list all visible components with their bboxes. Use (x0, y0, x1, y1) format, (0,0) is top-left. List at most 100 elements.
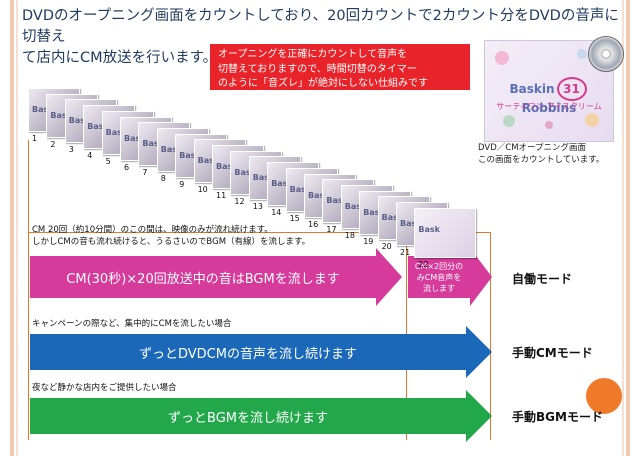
dvd-frame-label: Bask (160, 144, 183, 154)
slide-left-border (10, 0, 14, 456)
dvd-frame-label: Bask (68, 116, 91, 126)
dvd-frame-label: Bask (124, 133, 146, 143)
frame-number: 9 (179, 179, 185, 189)
brand-31: 31 (556, 77, 587, 101)
dvd-frame-label: Bask (400, 219, 422, 228)
decor-dot (545, 121, 553, 129)
caption-line-1: DVD／CMオープニング画面 (478, 143, 587, 153)
dvd-frame-label: Bask (381, 213, 404, 223)
row1-cm-arrow-body (408, 256, 470, 298)
slide-title: DVDのオープニング画面をカウントしており、20回カウントで2カウント分をDVD… (22, 6, 622, 69)
frame-number: 13 (252, 202, 263, 212)
frame-number: 14 (271, 208, 282, 218)
frame-number: 8 (160, 173, 166, 183)
row2-arrow-head (466, 326, 492, 378)
dvd-frame-label: Bask (271, 179, 293, 189)
dvd-frame-label: Bask (344, 201, 367, 211)
dvd-frame-label: Bask (179, 150, 201, 160)
row1-arrow-head (376, 248, 402, 306)
slide-right-border-inner (622, 0, 624, 456)
row2-arrow-body (30, 334, 466, 370)
red-note-box: オープニングを正確にカウントして音声を 切替えておりますので、時間切替のタイマー… (210, 44, 470, 90)
decor-dot (503, 115, 515, 127)
dvd-frame-label: Bask (50, 110, 72, 120)
row1-arrow-body (30, 256, 376, 298)
dvd-frame-label: Bask (216, 162, 238, 171)
row3-arrow-head (466, 390, 492, 442)
brand-right: Robbins (521, 101, 577, 115)
frame-number: 4 (87, 151, 93, 161)
row1-desc-line-2: しかしCMの音も流れ続けると、うるさいのでBGM（有線）を流します。 (32, 237, 311, 247)
decor-dot (495, 51, 509, 65)
dvd-frame-label: Bask (418, 224, 440, 234)
frame-number: 7 (142, 168, 148, 178)
row1-side-line-2: みCM音声を (416, 272, 462, 282)
note-line-2: 切替えておりますので、時間切替のタイマー (218, 63, 417, 75)
frame-number: 2 (50, 139, 56, 149)
row1-cm-arrow-head (470, 248, 492, 306)
dvd-frame-label: Bask (308, 190, 330, 200)
frame-number: 11 (216, 191, 227, 200)
title-line-1: DVDのオープニング画面をカウントしており、20回カウントで2カウント分をDVD… (22, 8, 619, 45)
row3-arrow-text: ずっとBGMを流し続けます (168, 410, 328, 426)
frame-number: 12 (234, 196, 245, 206)
row1-cm-arrow-text: CM×2回分の みCM音声を 流します (408, 256, 470, 298)
guide-line-start (28, 140, 29, 440)
frame-number: 16 (308, 219, 319, 229)
slide-left-border-inner (16, 0, 18, 456)
row1-side-line-3: 流します (423, 283, 455, 293)
row1-arrow-text: CM(30秒)×20回放送中の音はBGMを流します (66, 271, 340, 287)
dvd-frame-label: Bask (87, 122, 109, 132)
row1-bgm-arrow: CM(30秒)×20回放送中の音はBGMを流します (30, 248, 402, 306)
frame-number: 17 (326, 225, 337, 235)
dvd-frame-label: Bask (105, 127, 128, 137)
dvd-frame-label: Bask (363, 207, 385, 217)
dvd-frame-label: Bask (289, 184, 312, 194)
row2-description: キャンペーンの際など、集中的にCMを流したい場合 (32, 319, 232, 329)
brand-left: Baskin (509, 82, 555, 96)
frame-number: 5 (105, 156, 111, 166)
frame-number: 10 (197, 185, 208, 195)
row3-description: 夜など静かな店内をご提供したい場合 (32, 383, 177, 393)
decor-dot (577, 49, 587, 59)
frame-number: 21 (400, 248, 411, 257)
row2-arrow-text: ずっとDVDCMの音声を流し続けます (139, 346, 357, 362)
note-line-1: オープニングを正確にカウントして音声を (218, 49, 408, 60)
mode-manual-bgm-label: 手動BGMモード (512, 410, 603, 424)
row1-cm-arrow: CM×2回分の みCM音声を 流します (408, 248, 492, 306)
dvd-frame: Bask (414, 207, 477, 258)
frame-number: 6 (124, 162, 130, 172)
mode-auto-label: 自働モード (512, 272, 573, 286)
guide-line-top (28, 232, 490, 233)
dvd-frame-label: Bask (252, 173, 275, 183)
decor-dot (585, 113, 599, 127)
photo-caption: DVD／CMオープニング画面 この画面をカウントしています。 (478, 142, 628, 166)
row1-description: CM 20回（約10分間）のこの間は、映像のみが流れ続けます。 しかしCMの音も… (32, 224, 310, 248)
frame-number: 18 (344, 230, 355, 240)
row1-side-line-1: CM×2回分の (414, 261, 464, 271)
frame-number: 1 (32, 134, 38, 143)
dvd-frame-label: Bask (32, 105, 54, 114)
row2-cm-arrow: ずっとDVDCMの音声を流し続けます (30, 326, 492, 378)
frame-number: 15 (289, 213, 300, 223)
dvd-disc-icon (588, 36, 624, 72)
frame-number: 20 (381, 242, 392, 252)
title-line-2: て店内にCM放送を行います。 (22, 50, 218, 66)
mode-manual-cm-label: 手動CMモード (512, 346, 593, 360)
caption-line-2: この画面をカウントしています。 (478, 155, 605, 165)
row3-arrow-body (30, 398, 466, 434)
dvd-frame-label: Bask (197, 156, 220, 166)
row3-bgm-arrow: ずっとBGMを流し続けます (30, 390, 492, 442)
slide-right-border (626, 0, 630, 456)
dvd-frame-label: Bask (142, 139, 164, 149)
frame-number: 22 (418, 259, 429, 269)
note-line-3: のように「音ズレ」が絶対にしない仕組みです (218, 78, 428, 89)
dvd-frame-label: Bask (326, 196, 348, 206)
row1-desc-line-1: CM 20回（約10分間）のこの間は、映像のみが流れ続けます。 (32, 225, 273, 235)
dvd-frame-label: Bask (234, 167, 256, 177)
brand-subtitle: サーティワン アイスクリーム (496, 102, 602, 111)
frame-number: 19 (363, 236, 374, 246)
